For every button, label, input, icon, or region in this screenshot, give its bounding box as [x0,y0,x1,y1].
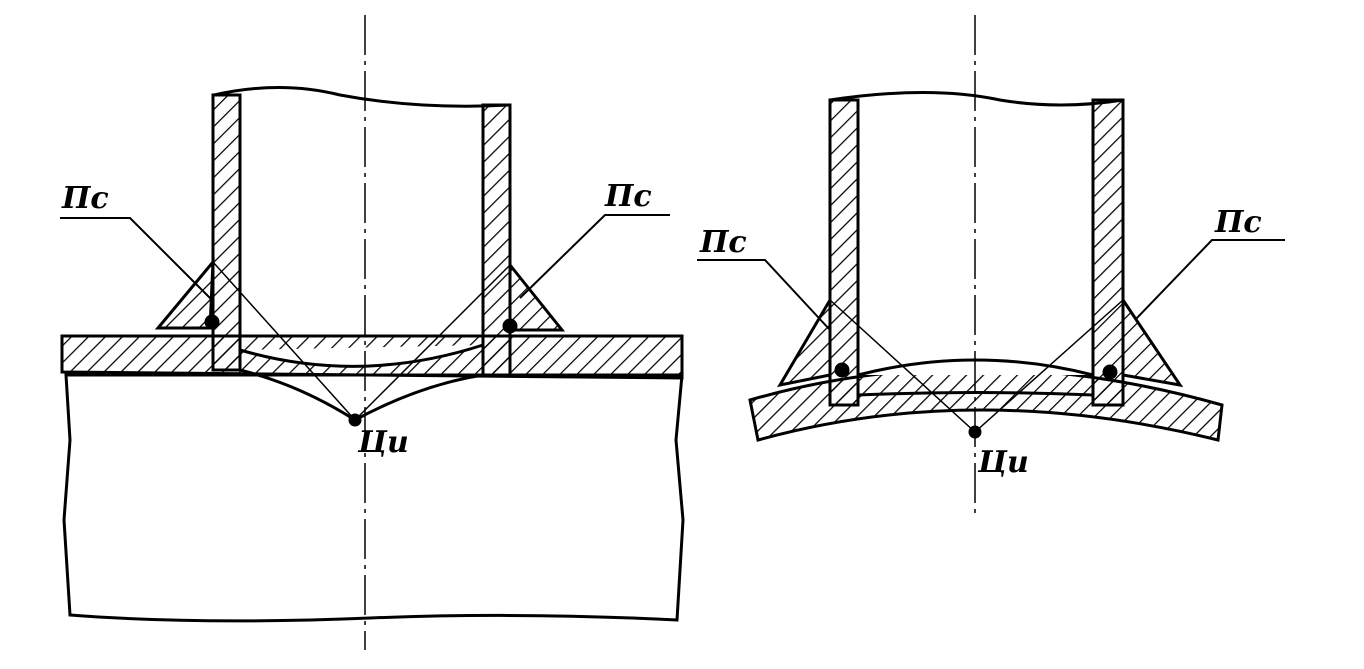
weld-root-dot-left [204,314,220,330]
label-weld-right-1: Пс [604,179,652,214]
weld-root-dot-right [502,318,518,334]
figure-curved-shell [697,15,1285,515]
label-center-2: Ци [977,445,1029,480]
weld-right-2 [1121,295,1184,388]
figure-flat-plate [60,15,685,650]
pipe-wall-left [211,93,242,372]
weld-root-dot-left-2 [834,362,850,378]
label-weld-right-2: Пс [1214,205,1262,240]
penetration-line-2 [857,391,1094,397]
weld-left [154,257,215,330]
pipe-wall-left-2 [828,98,860,407]
pipe-top-edge [213,86,511,108]
center-point [348,413,362,427]
weld-right [508,260,566,332]
pipe-top-edge-2 [829,91,1124,107]
pipe-bottom-edge [239,343,484,368]
pipe-wall-right [481,103,512,377]
leader-left [60,217,213,301]
label-center-1: Ци [357,425,409,460]
weld-root-dot-right-2 [1102,364,1118,380]
leader-right-2 [1134,239,1285,321]
lower-body [62,373,685,623]
pipe-wall-right-2 [1091,98,1125,407]
leader-left-2 [697,259,831,331]
weld-left-2 [777,294,832,388]
label-weld-left-2: Пс [699,225,747,260]
label-weld-left-1: Пс [61,181,109,216]
leader-right [519,214,670,299]
